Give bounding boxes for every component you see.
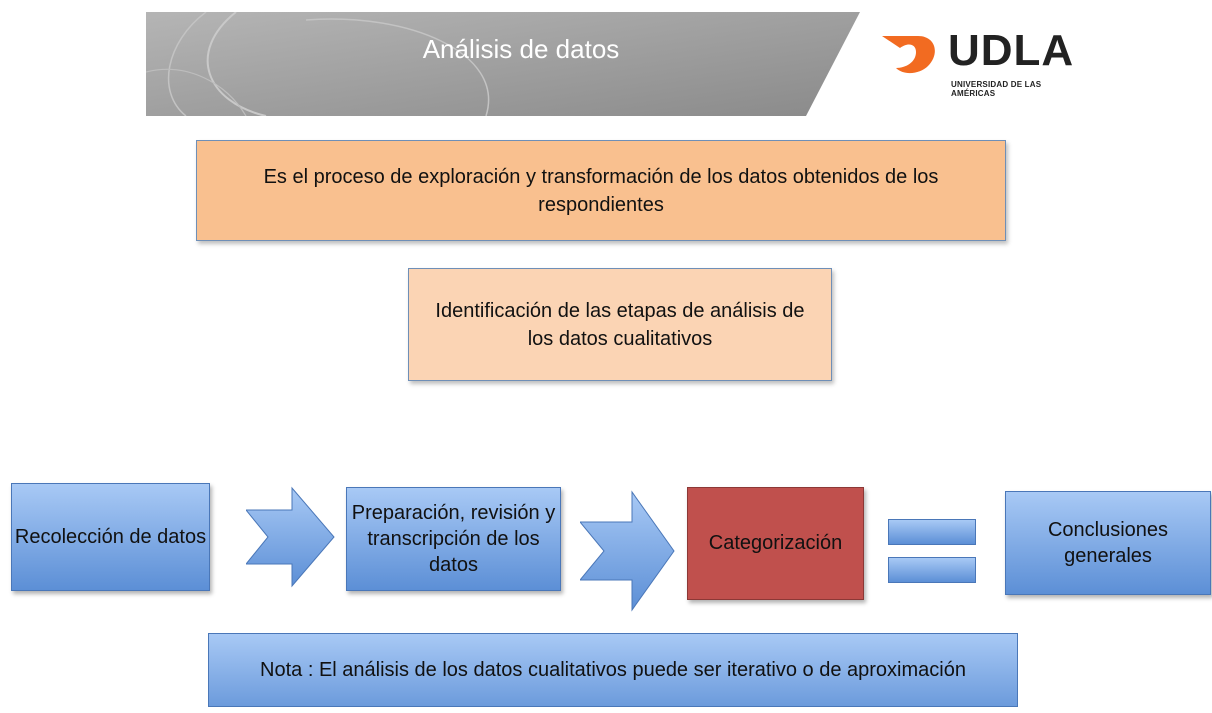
header-banner: Análisis de datos	[146, 12, 860, 116]
note-box: Nota : El análisis de los datos cualitat…	[208, 633, 1018, 707]
udla-logo-icon	[882, 36, 935, 74]
logo-wordmark: UDLA	[948, 26, 1075, 75]
step-label: Recolección de datos	[14, 526, 207, 548]
step-label: Categorización	[708, 532, 843, 554]
step-label: Preparación, revisión y transcripción de…	[351, 502, 556, 576]
equals-sign-bottom-bar	[888, 557, 976, 583]
page-title: Análisis de datos	[422, 34, 620, 64]
banner-background	[146, 12, 860, 116]
step-label: Conclusiones generales	[1047, 519, 1169, 567]
identification-box: Identificación de las etapas de análisis…	[408, 268, 832, 381]
definition-text: Es el proceso de exploración y transform…	[263, 165, 939, 216]
step-conclusions: Conclusiones generales	[1005, 491, 1211, 595]
logo-subtitle: UNIVERSIDAD DE LAS AMÉRICAS	[951, 80, 1042, 98]
note-text: Nota : El análisis de los datos cualitat…	[260, 658, 966, 681]
definition-box: Es el proceso de exploración y transform…	[196, 140, 1006, 241]
step-data-collection: Recolección de datos	[11, 483, 210, 591]
step-preparation: Preparación, revisión y transcripción de…	[346, 487, 561, 591]
arrow-right-icon	[580, 490, 675, 612]
identification-text: Identificación de las etapas de análisis…	[435, 299, 805, 350]
step-categorization: Categorización	[687, 487, 864, 600]
arrow-right-icon	[246, 486, 335, 588]
equals-sign-top-bar	[888, 519, 976, 545]
udla-logo: UDLA UNIVERSIDAD DE LAS AMÉRICAS	[876, 26, 1076, 98]
